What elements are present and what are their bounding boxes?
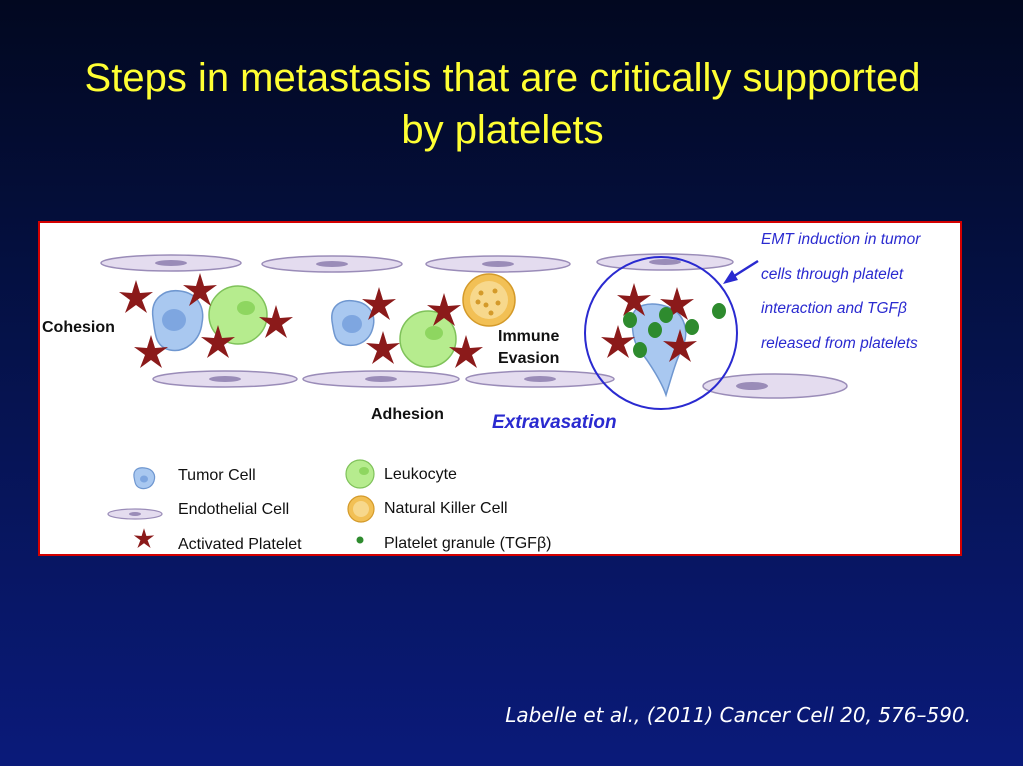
legend-nk-icon [347,495,375,523]
legend-platelet-icon [133,528,155,548]
title-line-2: by platelets [401,108,604,152]
emt-line-3: interaction and TGFβ [761,300,907,317]
legend-tumor-icon [133,467,156,490]
platelet [119,280,153,313]
top-endothelium [100,253,734,273]
emt-line-1: EMT induction in tumor [761,231,921,248]
endothelial-cell [152,370,298,388]
endothelial-cell [100,254,242,272]
legend-granule-icon [356,536,364,544]
emt-note: EMT induction in tumor cells through pla… [761,223,960,361]
metastasis-figure: Cohesion Adhesion Immune Evasion Extrava… [38,221,962,556]
legend-endothelial-icon [107,508,163,520]
cohesion-group [119,273,293,368]
citation: Labelle et al., (2011) Cancer Cell 20, 5… [505,703,971,727]
emt-line-4: released from platelets [761,334,918,352]
title-line-1: Steps in metastasis that are critically … [84,56,921,100]
immune-line-1: Immune [498,328,560,345]
legend-activated-platelet: Activated Platelet [178,536,302,553]
natural-killer-cell [462,273,516,327]
endothelial-cell [425,255,571,273]
adhesion-group [331,273,516,368]
label-immune-evasion: Immune Evasion [498,326,559,370]
legend-nk-cell: Natural Killer Cell [384,500,508,517]
legend-leukocyte: Leukocyte [384,466,457,483]
label-adhesion: Adhesion [371,406,444,423]
legend-platelet-granule: Platelet granule (TGFβ) [384,535,552,552]
endothelial-cell [465,370,615,388]
legend-leukocyte-icon [345,459,375,489]
legend-tumor-cell: Tumor Cell [178,467,256,484]
leukocyte [208,285,268,345]
slide-title: Steps in metastasis that are critically … [0,52,1005,156]
endothelial-cell [702,373,848,399]
endothelial-cell [261,255,403,273]
legend-icons [107,459,375,548]
leukocyte [399,310,457,368]
tumor-cell [331,299,375,347]
metastasis-diagram [100,253,848,548]
legend-endothelial-cell: Endothelial Cell [178,501,290,518]
label-cohesion: Cohesion [42,319,115,336]
tgfb-granules [623,303,726,358]
label-extravasation: Extravasation [492,412,617,433]
platelet [601,325,635,358]
bottom-endothelium [152,370,848,399]
emt-line-2: cells through platelet [761,265,904,283]
extravasation-zone [584,256,738,410]
endothelial-cell [302,370,460,388]
immune-line-2: Evasion [498,350,560,367]
endothelial-cell [596,253,734,271]
tumor-cell [151,290,204,352]
platelet [366,331,400,364]
emt-arrow [723,259,759,284]
